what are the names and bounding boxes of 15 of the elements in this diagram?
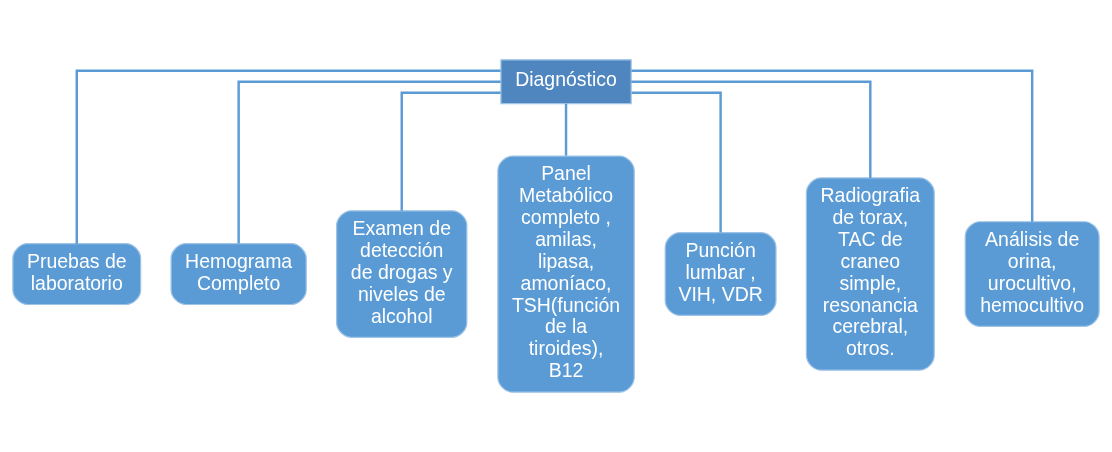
- node-box: Diagnóstico: [500, 59, 632, 105]
- connector: [631, 80, 872, 178]
- node-box: Radiografia de torax, TAC de craneo simple, resonancia cerebral, otros.: [805, 177, 935, 371]
- connector: [237, 80, 501, 244]
- connector: [75, 69, 501, 244]
- node-box: Análisis de orina, urocultivo, hemocultivo: [964, 221, 1100, 328]
- connector: [631, 91, 722, 233]
- connector: [564, 103, 568, 156]
- node-box: Examen de detección de drogas y niveles de alcohol: [336, 210, 468, 338]
- node-box: Pruebas de laboratorio: [12, 243, 142, 306]
- node-box: Panel Metabólico completo , amilas, lipasa, amoníaco, TSH(función de la tiroides), B12: [497, 155, 635, 393]
- node-box: Punción lumbar , VIH, VDR: [664, 232, 777, 317]
- connector: [400, 91, 501, 211]
- node-box: Hemograma Completo: [170, 243, 307, 306]
- connector: [631, 69, 1034, 222]
